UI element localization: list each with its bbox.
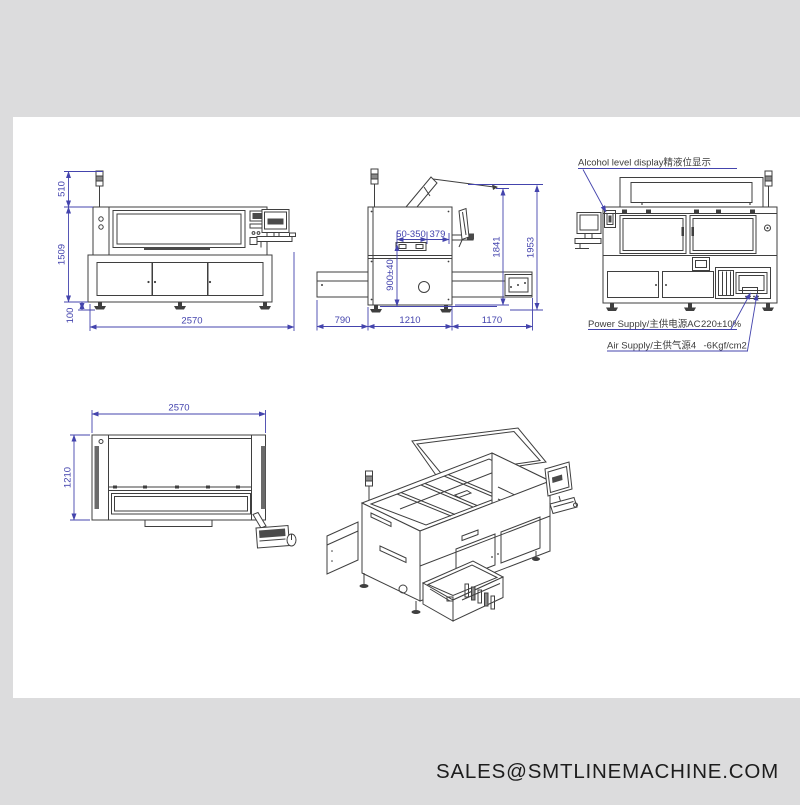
side-feet xyxy=(370,305,452,313)
front-monitor xyxy=(256,209,296,248)
iso-monitor xyxy=(544,461,578,515)
rear-view: Alcohol level display精液位显示 Power Supply/… xyxy=(574,157,778,352)
front-dim-1509: 1509 xyxy=(57,244,68,265)
air-supply-label: Air Supply/主供气源4 xyxy=(607,340,696,352)
drawing-sheet xyxy=(13,117,800,698)
front-dim-100: 100 xyxy=(65,308,76,324)
rear-monitor xyxy=(574,212,602,249)
side-view: 50-350 379 900±40 790 1210 1170 1841 195… xyxy=(316,168,543,331)
side-signal-tower-icon xyxy=(370,168,379,207)
rear-power-panel xyxy=(715,267,771,299)
top-view: 2570 1210 xyxy=(63,403,297,549)
side-machine-body xyxy=(367,206,453,306)
iso-conveyor-plate xyxy=(326,521,359,575)
side-dim-work-height: 900±40 xyxy=(385,259,396,291)
front-dim-2570: 2570 xyxy=(181,316,202,327)
side-port-hole xyxy=(418,281,430,293)
rear-feet xyxy=(606,303,774,311)
top-dim-2570: 2570 xyxy=(168,403,189,414)
front-signal-tower-icon xyxy=(95,170,104,207)
power-supply-value: 220±10% xyxy=(701,319,742,330)
iso-feet xyxy=(359,551,540,614)
air-supply-value: -6Kgf/cm2 xyxy=(704,341,747,352)
rear-machine-body xyxy=(602,206,778,304)
power-leader-line xyxy=(730,292,751,330)
rear-annotations: Alcohol level display精液位显示 Power Supply/… xyxy=(578,157,759,352)
rear-alcohol-display xyxy=(604,210,616,228)
iso-signal-tower-icon xyxy=(365,470,373,500)
side-dim-1210: 1210 xyxy=(399,315,420,326)
side-dim-1953: 1953 xyxy=(526,237,537,258)
isometric-view xyxy=(326,427,578,622)
top-dim-1210: 1210 xyxy=(63,467,74,488)
top-machine-body xyxy=(91,434,266,527)
alcohol-display-label: Alcohol level display精液位显示 xyxy=(578,157,711,169)
side-dim-790: 790 xyxy=(335,315,351,326)
rear-signal-tower-icon xyxy=(764,170,773,207)
side-dim-1170: 1170 xyxy=(482,315,502,326)
side-dim-379: 379 xyxy=(430,229,446,240)
side-monitor xyxy=(451,207,474,248)
front-dim-510: 510 xyxy=(57,181,68,197)
top-dimensions: 2570 1210 xyxy=(63,403,266,521)
side-conveyor-left xyxy=(316,271,369,298)
air-leader-line xyxy=(747,293,759,351)
rear-cabinet xyxy=(607,271,714,298)
side-dim-1841: 1841 xyxy=(492,236,503,257)
power-supply-label: Power Supply/主供电源AC xyxy=(588,318,701,330)
front-feet xyxy=(94,302,271,310)
front-dimensions: 510 1509 100 2570 xyxy=(57,171,295,331)
side-dim-pcb-range: 50-350 xyxy=(396,229,426,240)
top-keyboard xyxy=(252,511,297,549)
alcohol-leader-line xyxy=(582,169,607,213)
iso-drawer xyxy=(421,560,505,622)
front-view: 510 1509 100 2570 xyxy=(57,170,296,331)
sales-email-text: SALES@SMTLINEMACHINE.COM xyxy=(435,760,779,783)
side-dimensions: 50-350 379 900±40 790 1210 1170 1841 195… xyxy=(316,184,543,331)
